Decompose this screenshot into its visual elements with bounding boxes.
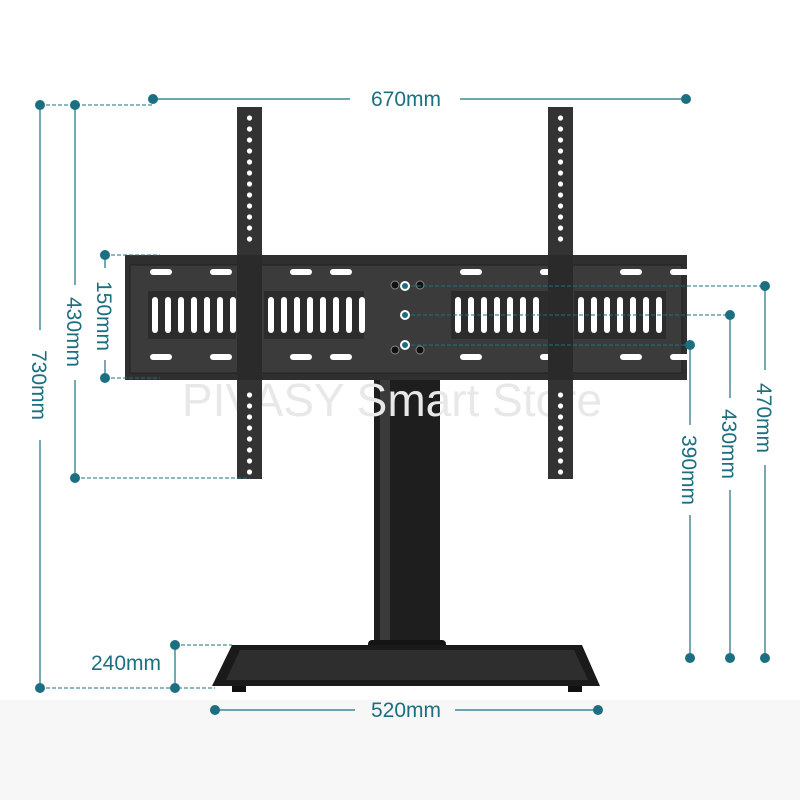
adjustment-hole (246, 225, 253, 231)
adjustment-hole (557, 115, 564, 121)
vent-slot (617, 297, 623, 333)
adjustment-hole (557, 392, 564, 398)
adjustment-hole (557, 181, 564, 187)
adjustment-hole (557, 159, 564, 165)
extension-lines (40, 104, 765, 689)
dimension-lines (39, 98, 766, 711)
label-vesa-center: 150mm (92, 281, 115, 351)
vent-slot (533, 297, 539, 333)
glass-base (212, 645, 600, 692)
vent-slot (152, 297, 158, 333)
adjustment-hole (246, 126, 253, 132)
adjustment-hole (557, 436, 564, 442)
mounting-slot (330, 354, 352, 360)
adjustment-hole (246, 192, 253, 198)
adjustment-hole (246, 425, 253, 431)
adjustment-hole (246, 214, 253, 220)
label-mid-height: 430mm (717, 409, 740, 479)
mounting-slot (670, 269, 692, 275)
adjustment-hole (246, 148, 253, 154)
screw (415, 345, 425, 355)
dimension-endpoints (35, 94, 770, 715)
adjustment-hole (557, 469, 564, 475)
mounting-plate (125, 255, 692, 380)
mounting-slot (210, 354, 232, 360)
mounting-slot (150, 269, 172, 275)
adjustment-hole (246, 137, 253, 143)
vent-slot (217, 297, 223, 333)
vent-slot (294, 297, 300, 333)
vent-slot (320, 297, 326, 333)
adjustment-hole (557, 458, 564, 464)
adjustment-hole (557, 425, 564, 431)
adjustment-hole (557, 203, 564, 209)
vent-slot (204, 297, 210, 333)
label-min-height: 390mm (677, 435, 700, 505)
adjustment-hole (557, 403, 564, 409)
mounting-slot (330, 269, 352, 275)
screw (390, 280, 400, 290)
adjustment-hole (557, 192, 564, 198)
adjustment-hole (557, 236, 564, 242)
floor (0, 700, 800, 800)
vent-slot (230, 297, 236, 333)
mounting-slot (150, 354, 172, 360)
mounting-slot (670, 354, 692, 360)
vent-slot (191, 297, 197, 333)
adjustment-hole (246, 414, 253, 420)
mounting-slot (620, 354, 642, 360)
adjustment-hole (557, 137, 564, 143)
adjustment-hole (246, 203, 253, 209)
adjustment-hole (557, 414, 564, 420)
adjustment-hole (246, 170, 253, 176)
vent-slot (281, 297, 287, 333)
adjustment-hole (557, 214, 564, 220)
adjustment-hole (246, 115, 253, 121)
mounting-slot (460, 269, 482, 275)
vent-slot (333, 297, 339, 333)
label-bracket-height: 430mm (62, 297, 85, 367)
mounting-slot (290, 269, 312, 275)
adjustment-hole (557, 126, 564, 132)
label-base-width: 520mm (371, 699, 441, 722)
adjustment-hole (246, 458, 253, 464)
adjustment-hole (557, 225, 564, 231)
mounting-slot (210, 269, 232, 275)
adjustment-hole (246, 181, 253, 187)
mounting-slot (620, 269, 642, 275)
label-base-depth: 240mm (91, 652, 161, 675)
adjustment-hole (246, 403, 253, 409)
adjustment-hole (557, 148, 564, 154)
adjustment-hole (246, 436, 253, 442)
mounting-slot (460, 354, 482, 360)
adjustment-hole (246, 392, 253, 398)
label-overall-height: 730mm (27, 350, 50, 420)
screw (390, 345, 400, 355)
mounting-slot (290, 354, 312, 360)
adjustment-hole (557, 170, 564, 176)
adjustment-hole (557, 447, 564, 453)
screw (415, 280, 425, 290)
adjustment-hole (246, 159, 253, 165)
vent-slot (455, 297, 461, 333)
vent-slot (268, 297, 274, 333)
vent-slot (346, 297, 352, 333)
vent-slot (178, 297, 184, 333)
label-max-height: 470mm (752, 383, 775, 453)
adjustment-hole (246, 469, 253, 475)
vent-slot (307, 297, 313, 333)
vent-slot (359, 297, 365, 333)
adjustment-hole (246, 236, 253, 242)
adjustment-hole (246, 447, 253, 453)
vent-slot (165, 297, 171, 333)
stand-column (368, 378, 446, 662)
label-overall-width: 670mm (371, 88, 441, 111)
